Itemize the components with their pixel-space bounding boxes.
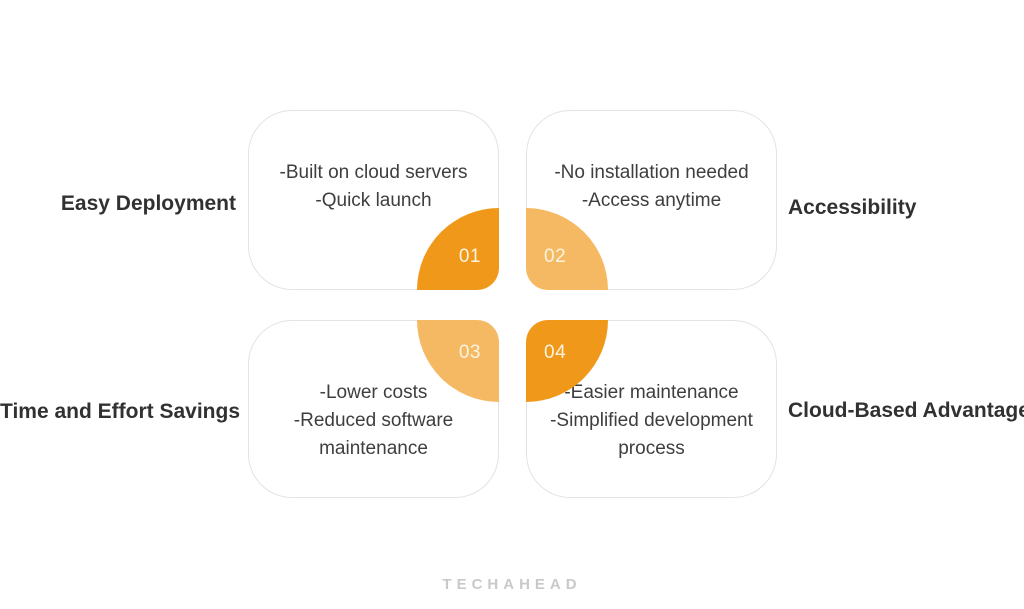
box-text-line: maintenance (319, 438, 428, 459)
side-label-cloud-based-advantages: Cloud-Based Advantages (788, 399, 1024, 422)
quadrant-box-text: -Built on cloud servers -Quick launch (249, 159, 498, 215)
box-text-line: -Access anytime (581, 190, 722, 211)
box-text-line: -Simplified development (550, 410, 753, 431)
box-text-line: -Quick launch (315, 190, 432, 211)
petal-step-01: 01 (417, 208, 499, 290)
box-text-line: -Easier maintenance (564, 382, 739, 403)
petal-step-03: 03 (417, 320, 499, 402)
quadrant-box-text: -Easier maintenance -Simplified developm… (527, 379, 776, 463)
box-text-line: -No installation needed (554, 162, 749, 183)
step-number-03: 03 (458, 342, 481, 363)
box-text-line: -Built on cloud servers (279, 162, 468, 183)
step-number-02: 02 (544, 246, 567, 267)
quadrant-box-text: -Lower costs -Reduced software maintenan… (249, 379, 498, 463)
box-text-line: -Lower costs (319, 382, 428, 403)
side-label-time-effort-savings: Time and Effort Savings (0, 400, 240, 423)
step-number-04: 04 (544, 342, 567, 363)
quadrant-box-easy-deployment: -Built on cloud servers -Quick launch (248, 110, 499, 290)
box-text-line: -Reduced software (293, 410, 454, 431)
side-label-accessibility: Accessibility (788, 196, 917, 219)
box-text-line: process (618, 438, 685, 459)
quadrant-box-text: -No installation needed -Access anytime (527, 159, 776, 215)
side-label-easy-deployment: Easy Deployment (60, 192, 236, 215)
techahead-logo: TECHAHEAD (442, 576, 582, 593)
step-number-01: 01 (458, 246, 481, 267)
